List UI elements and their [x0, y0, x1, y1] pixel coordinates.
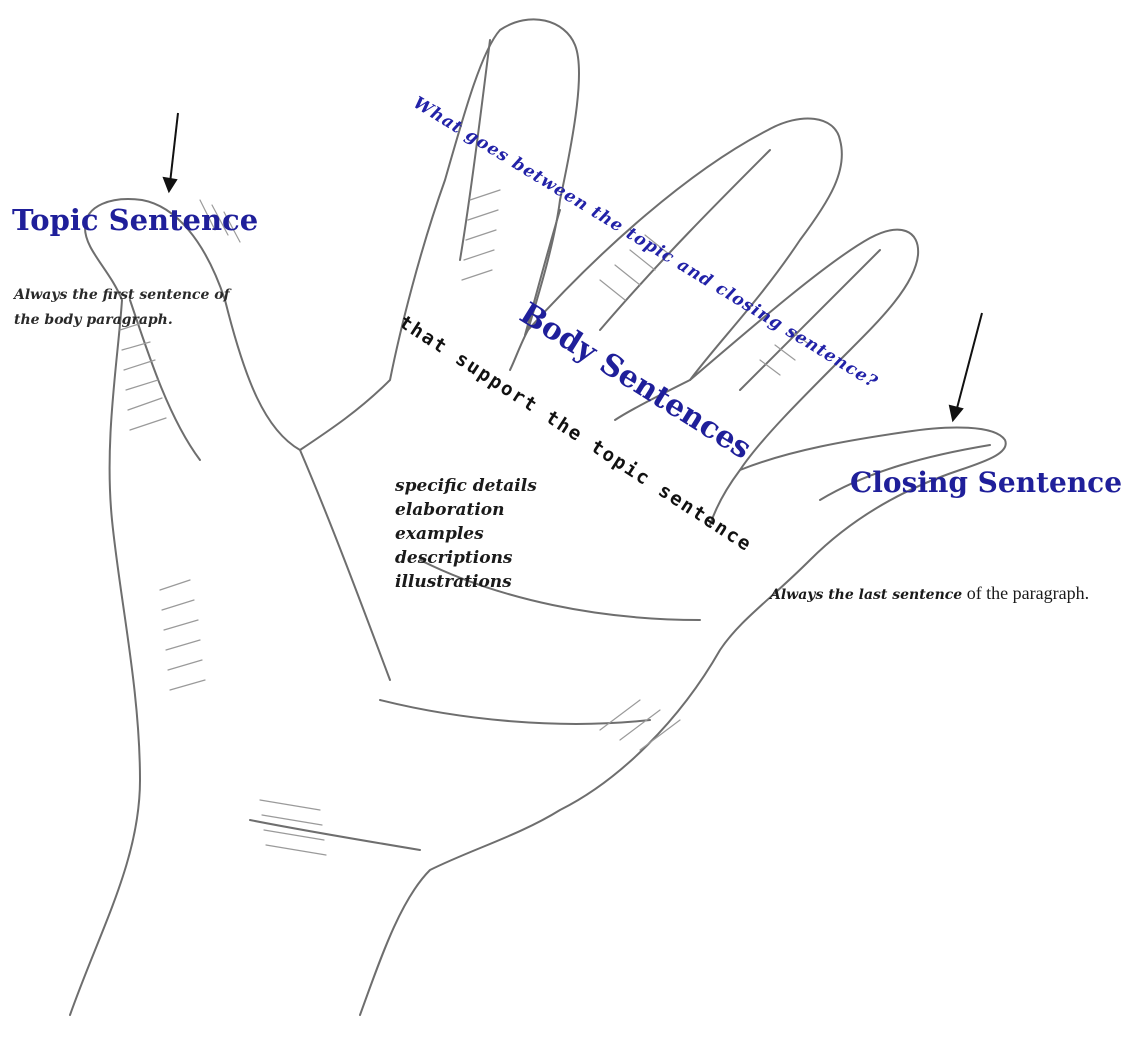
topic-arrow-icon	[164, 113, 178, 191]
closing-sentence-title: Closing Sentence	[850, 466, 1122, 499]
finger-gap-index	[510, 330, 528, 370]
list-item: examples	[395, 522, 537, 546]
closing-note-rest: of the paragraph.	[962, 583, 1089, 603]
list-item: descriptions	[395, 546, 537, 570]
topic-note-line-2: the body paragraph.	[14, 308, 230, 333]
list-item: elaboration	[395, 498, 537, 522]
list-item: illustrations	[395, 570, 537, 594]
topic-sentence-title: Topic Sentence	[12, 203, 258, 237]
closing-note-emphasis: Always the last sentence	[770, 587, 962, 603]
closing-sentence-note: Always the last sentence of the paragrap…	[770, 579, 1090, 609]
topic-note-line-1: Always the first sentence of	[14, 283, 230, 308]
palm-details-list: specific details elaboration examples de…	[395, 474, 537, 594]
list-item: specific details	[395, 474, 537, 498]
topic-sentence-note: Always the first sentence of the body pa…	[14, 283, 230, 333]
closing-arrow-icon	[950, 313, 982, 420]
